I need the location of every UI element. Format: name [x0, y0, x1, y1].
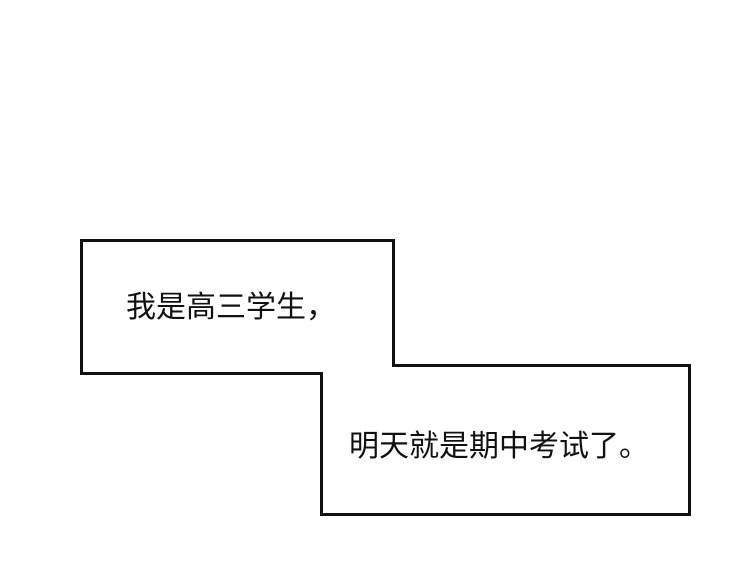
- caption-line-2: 明天就是期中考试了。: [349, 429, 649, 464]
- caption-line-1: 我是高三学生，: [126, 290, 336, 325]
- caption-box-outline: [80, 239, 691, 516]
